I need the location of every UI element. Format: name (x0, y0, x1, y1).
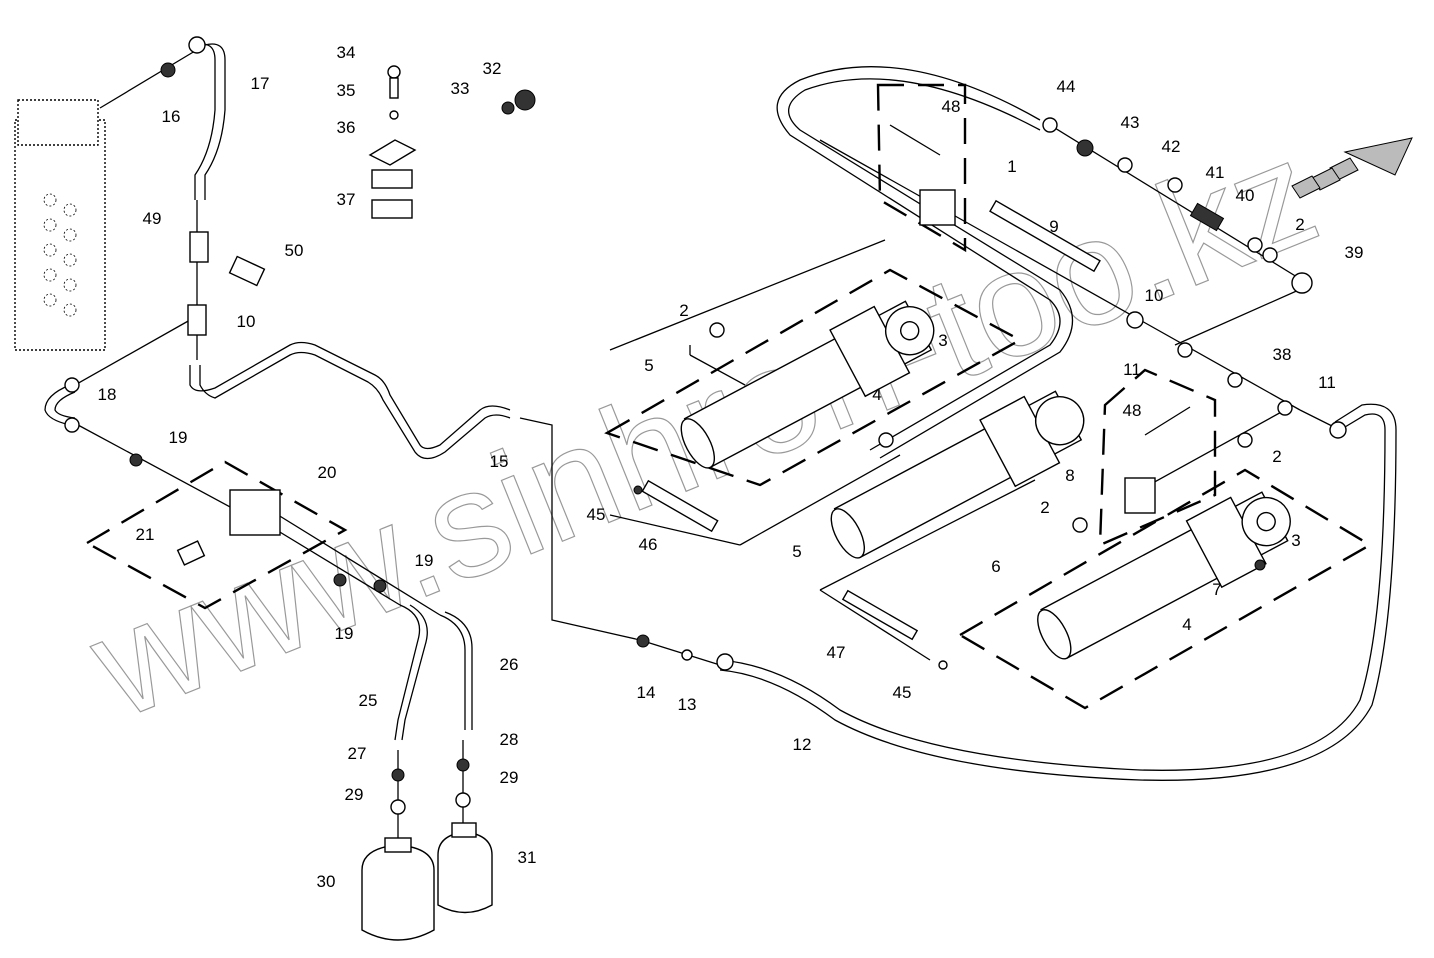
callout-2: 2 (1272, 447, 1281, 466)
callout-40: 40 (1236, 186, 1255, 205)
callout-31: 31 (518, 848, 537, 867)
callout-42: 42 (1162, 137, 1181, 156)
callout-37: 37 (337, 190, 356, 209)
callout-45: 45 (893, 683, 912, 702)
callout-6: 6 (991, 557, 1000, 576)
callout-1: 1 (1007, 157, 1016, 176)
callout-7: 7 (1212, 580, 1221, 599)
callout-29: 29 (500, 768, 519, 787)
accumulator-31 (437, 822, 493, 914)
hydraulic-cylinder-lower (1037, 491, 1291, 660)
callout-16: 16 (162, 107, 181, 126)
callout-27: 27 (348, 744, 367, 763)
callout-5: 5 (792, 542, 801, 561)
callout-13: 13 (678, 695, 697, 714)
callout-48: 48 (1123, 401, 1142, 420)
callout-10: 10 (1145, 286, 1164, 305)
callout-48: 48 (942, 97, 961, 116)
callout-15: 15 (490, 452, 509, 471)
pipe-lines (44, 43, 1397, 855)
callout-9: 9 (1049, 217, 1058, 236)
callout-32: 32 (483, 59, 502, 78)
callout-17: 17 (251, 74, 270, 93)
hydraulic-cylinder-upper (680, 300, 935, 469)
callout-47: 47 (827, 643, 846, 662)
fittings (64, 36, 1347, 815)
callout-5: 5 (644, 356, 653, 375)
callout-19: 19 (169, 428, 188, 447)
callout-4: 4 (872, 385, 881, 404)
callout-11: 11 (1318, 373, 1336, 392)
callout-30: 30 (317, 872, 336, 891)
callout-38: 38 (1273, 345, 1292, 364)
callout-50: 50 (285, 241, 304, 260)
callout-28: 28 (500, 730, 519, 749)
callout-33: 33 (451, 79, 470, 98)
callout-44: 44 (1057, 77, 1076, 96)
callout-2: 2 (1040, 498, 1049, 517)
callout-11: 11 (1123, 360, 1141, 379)
callout-4: 4 (1182, 615, 1191, 634)
callout-39: 39 (1345, 243, 1364, 262)
callout-19: 19 (335, 624, 354, 643)
callout-45: 45 (587, 505, 606, 524)
callout-3: 3 (1291, 531, 1300, 550)
callout-46: 46 (639, 535, 658, 554)
accumulator-30 (361, 837, 435, 941)
callout-41: 41 (1206, 163, 1225, 182)
callout-49: 49 (143, 209, 162, 228)
callout-2: 2 (679, 301, 688, 320)
callout-2: 2 (1295, 215, 1304, 234)
callout-10: 10 (237, 312, 256, 331)
callout-34: 34 (337, 43, 356, 62)
callout-20: 20 (318, 463, 337, 482)
callout-8: 8 (1065, 466, 1074, 485)
callout-36: 36 (337, 118, 356, 137)
callout-14: 14 (637, 683, 656, 702)
callout-35: 35 (337, 81, 356, 100)
callout-43: 43 (1121, 113, 1140, 132)
travel-direction-arrow-icon (1291, 137, 1413, 199)
callout-18: 18 (98, 385, 117, 404)
control-valve-block (14, 99, 106, 351)
hydraulic-cylinder-middle (830, 390, 1085, 559)
callout-3: 3 (938, 331, 947, 350)
callout-25: 25 (359, 691, 378, 710)
callout-26: 26 (500, 655, 519, 674)
callout-29: 29 (345, 785, 364, 804)
callout-12: 12 (793, 735, 812, 754)
callout-21: 21 (136, 525, 155, 544)
callout-19: 19 (415, 551, 434, 570)
callout-labels: 1222233445567891010111112131415161718191… (98, 43, 1364, 891)
